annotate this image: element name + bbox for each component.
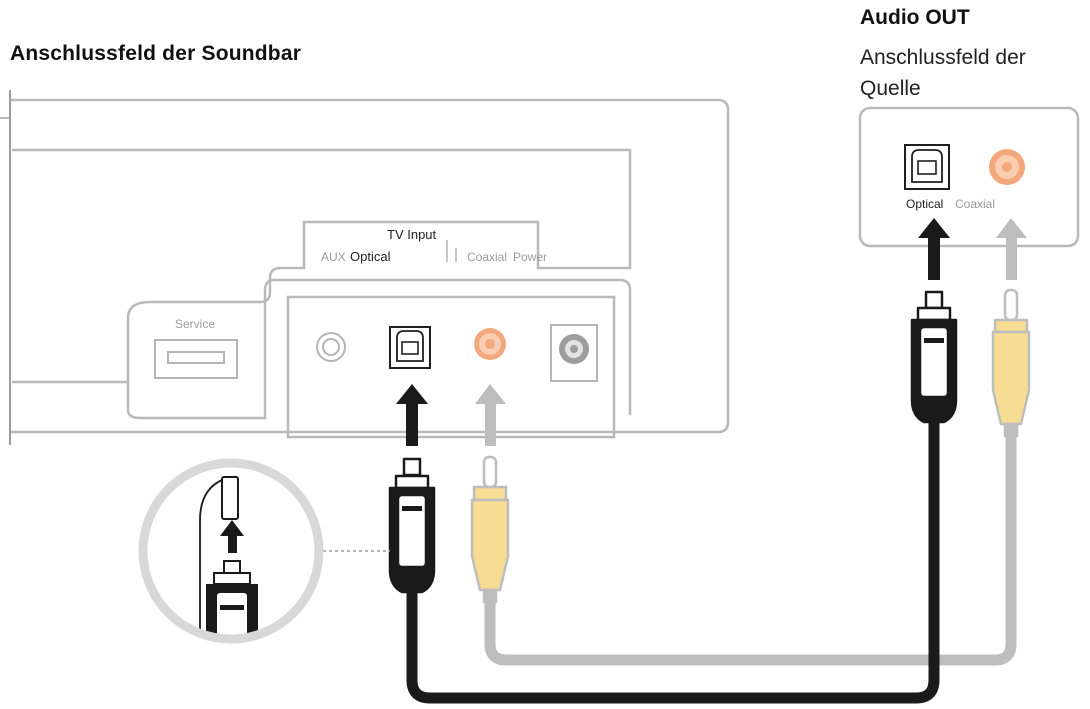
- service-port: [154, 339, 238, 379]
- coaxial-label-soundbar: Coaxial: [467, 250, 508, 264]
- optical-port-soundbar: [389, 326, 431, 369]
- soundbar-lower-step: [126, 278, 632, 420]
- audio-out-title: Audio OUT: [860, 6, 970, 29]
- port-panel: [286, 295, 616, 439]
- coaxial-port-soundbar: [474, 328, 506, 360]
- power-label: Power: [513, 250, 548, 264]
- coaxial-plug-source: [991, 288, 1031, 438]
- soundbar-panel-title: Anschlussfeld der Soundbar: [10, 42, 302, 65]
- label-brackets: [446, 240, 457, 262]
- optical-plug-source: [910, 290, 958, 424]
- coaxial-arrow-source: [996, 218, 1027, 280]
- optical-cable: [406, 412, 940, 704]
- optical-label-source: Optical: [906, 197, 944, 211]
- optical-plug-soundbar: [388, 457, 436, 594]
- soundbar-body: [0, 90, 730, 445]
- aux-label: AUX: [321, 250, 346, 264]
- tv-input-label: TV Input: [387, 227, 437, 242]
- optical-arrow-soundbar: [396, 384, 428, 446]
- aux-port: [316, 332, 346, 362]
- soundbar-outline: [10, 98, 730, 434]
- coaxial-label-source: Coaxial: [955, 197, 996, 211]
- power-port: [550, 324, 598, 382]
- source-panel-subtitle: Anschlussfeld der Quelle: [860, 46, 1026, 100]
- optical-port-source: [904, 144, 950, 190]
- source-panel-outline: [858, 106, 1080, 248]
- inset-detail: [138, 458, 324, 644]
- soundbar-top-recess: [12, 148, 632, 384]
- coaxial-cable: [484, 428, 1017, 666]
- service-label: Service: [175, 317, 216, 331]
- optical-label-soundbar: Optical: [350, 249, 391, 264]
- optical-arrow-source: [918, 218, 950, 280]
- coaxial-arrow-soundbar: [475, 384, 506, 446]
- coaxial-plug-soundbar: [470, 455, 510, 604]
- coaxial-port-source: [989, 149, 1025, 185]
